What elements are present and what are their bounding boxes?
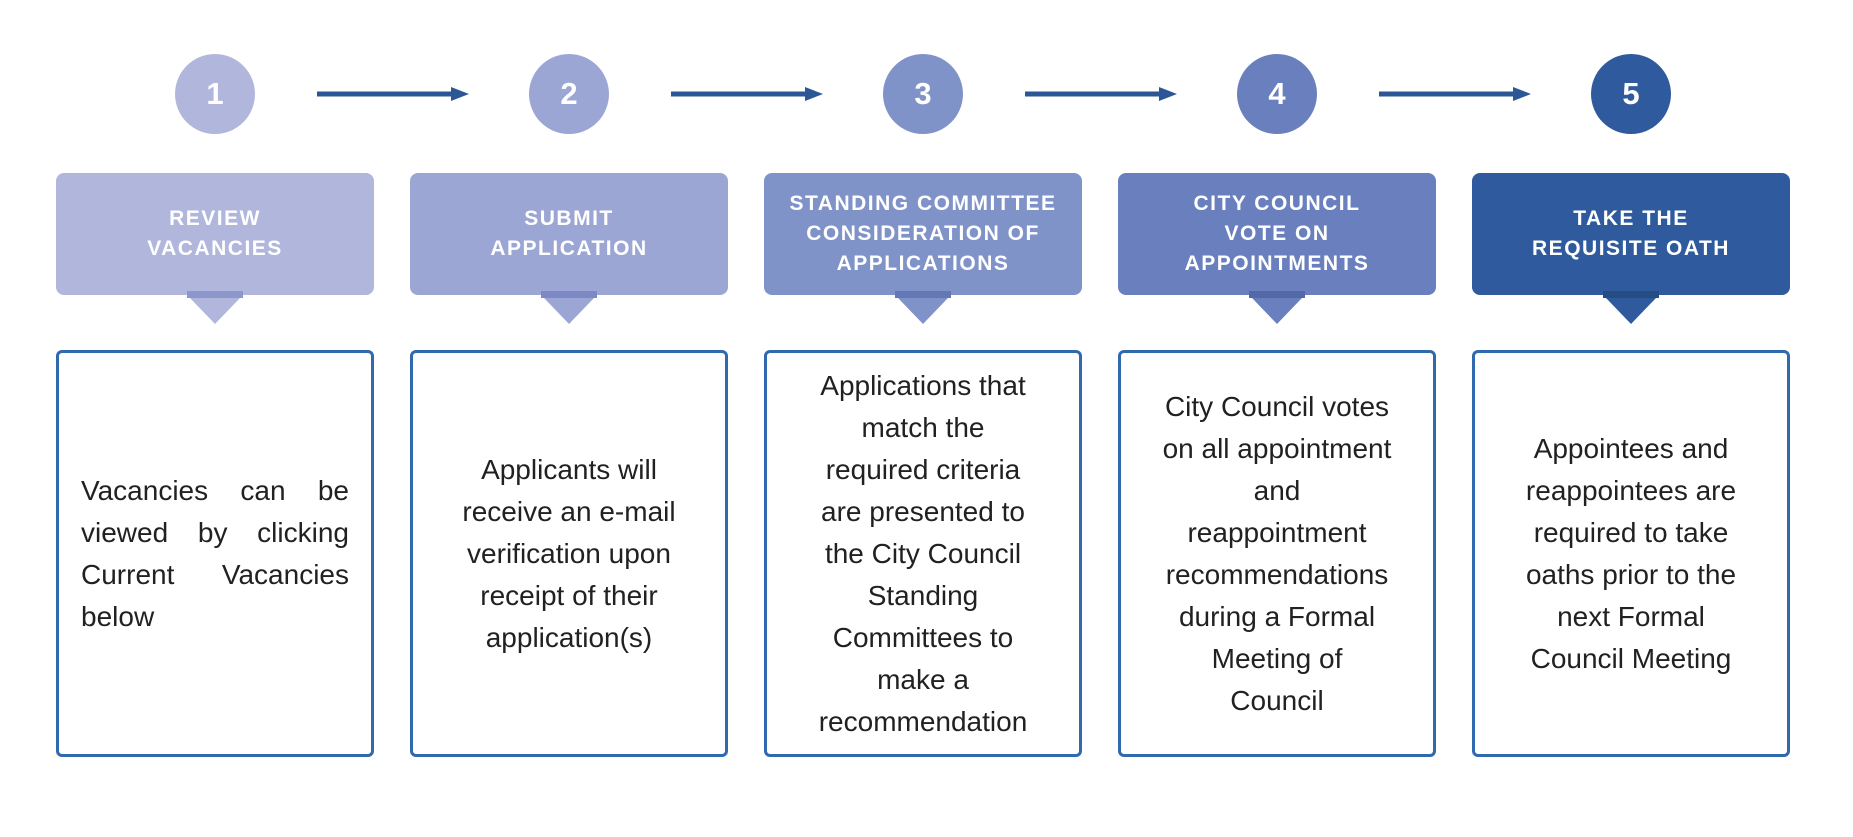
- pointer-triangle: [544, 298, 594, 324]
- step-description: Appointees and reappointees are required…: [1525, 432, 1737, 674]
- step-description-box: City Council votes on all appointment an…: [1118, 350, 1436, 757]
- step-column: 5 TAKE THE REQUISITE OATH Appointees and…: [1454, 0, 1808, 757]
- step-description-box: Appointees and reappointees are required…: [1472, 350, 1790, 757]
- step-number-badge: 1: [175, 54, 255, 134]
- step-description-box: Applications that match the required cri…: [764, 350, 1082, 757]
- step-number: 4: [1268, 76, 1286, 111]
- step-number-badge: 3: [883, 54, 963, 134]
- flow-arrow-icon: [1025, 87, 1177, 101]
- flow-arrow-icon: [317, 87, 469, 101]
- step-number-badge: 4: [1237, 54, 1317, 134]
- step-number-badge: 5: [1591, 54, 1671, 134]
- step-title-box: SUBMIT APPLICATION: [410, 173, 728, 295]
- pointer-triangle: [1252, 298, 1302, 324]
- step-column: 3 STANDING COMMITTEE CONSIDERATION OF AP…: [746, 0, 1100, 757]
- pointer-accent-bar: [1603, 291, 1659, 298]
- callout-pointer-icon: [541, 291, 597, 324]
- step-description: Applicants will receive an e-mail verifi…: [462, 453, 676, 653]
- step-title: CITY COUNCIL VOTE ON APPOINTMENTS: [1184, 192, 1370, 275]
- step-title-box: REVIEW VACANCIES: [56, 173, 374, 295]
- step-column: 4 CITY COUNCIL VOTE ON APPOINTMENTS City…: [1100, 0, 1454, 757]
- pointer-accent-bar: [1249, 291, 1305, 298]
- callout-pointer-icon: [1249, 291, 1305, 324]
- step-description: Vacancies can be viewed by clicking Curr…: [81, 474, 349, 632]
- step-number: 2: [560, 76, 578, 111]
- callout-pointer-icon: [895, 291, 951, 324]
- steps-row: 1 REVIEW VACANCIES Vacancies can be view…: [38, 0, 1808, 757]
- pointer-accent-bar: [895, 291, 951, 298]
- pointer-accent-bar: [541, 291, 597, 298]
- pointer-triangle: [898, 298, 948, 324]
- callout-pointer-icon: [1603, 291, 1659, 324]
- step-title-box: CITY COUNCIL VOTE ON APPOINTMENTS: [1118, 173, 1436, 295]
- step-title-box: TAKE THE REQUISITE OATH: [1472, 173, 1790, 295]
- step-column: 1 REVIEW VACANCIES Vacancies can be view…: [38, 0, 392, 757]
- flow-arrow-icon: [1379, 87, 1531, 101]
- callout-pointer-icon: [187, 291, 243, 324]
- step-title: TAKE THE REQUISITE OATH: [1532, 207, 1730, 260]
- step-description-box: Applicants will receive an e-mail verifi…: [410, 350, 728, 757]
- step-description: City Council votes on all appointment an…: [1162, 390, 1392, 716]
- step-title: STANDING COMMITTEE CONSIDERATION OF APPL…: [789, 192, 1057, 275]
- pointer-accent-bar: [187, 291, 243, 298]
- step-description-box: Vacancies can be viewed by clicking Curr…: [56, 350, 374, 757]
- pointer-triangle: [190, 298, 240, 324]
- step-number-badge: 2: [529, 54, 609, 134]
- step-number: 5: [1622, 76, 1640, 111]
- step-title: SUBMIT APPLICATION: [490, 207, 648, 260]
- step-title-box: STANDING COMMITTEE CONSIDERATION OF APPL…: [764, 173, 1082, 295]
- step-number: 3: [914, 76, 932, 111]
- step-number: 1: [206, 76, 224, 111]
- flow-arrow-icon: [671, 87, 823, 101]
- step-title: REVIEW VACANCIES: [147, 207, 283, 260]
- step-description: Applications that match the required cri…: [818, 369, 1028, 737]
- pointer-triangle: [1606, 298, 1656, 324]
- step-column: 2 SUBMIT APPLICATION Applicants will rec…: [392, 0, 746, 757]
